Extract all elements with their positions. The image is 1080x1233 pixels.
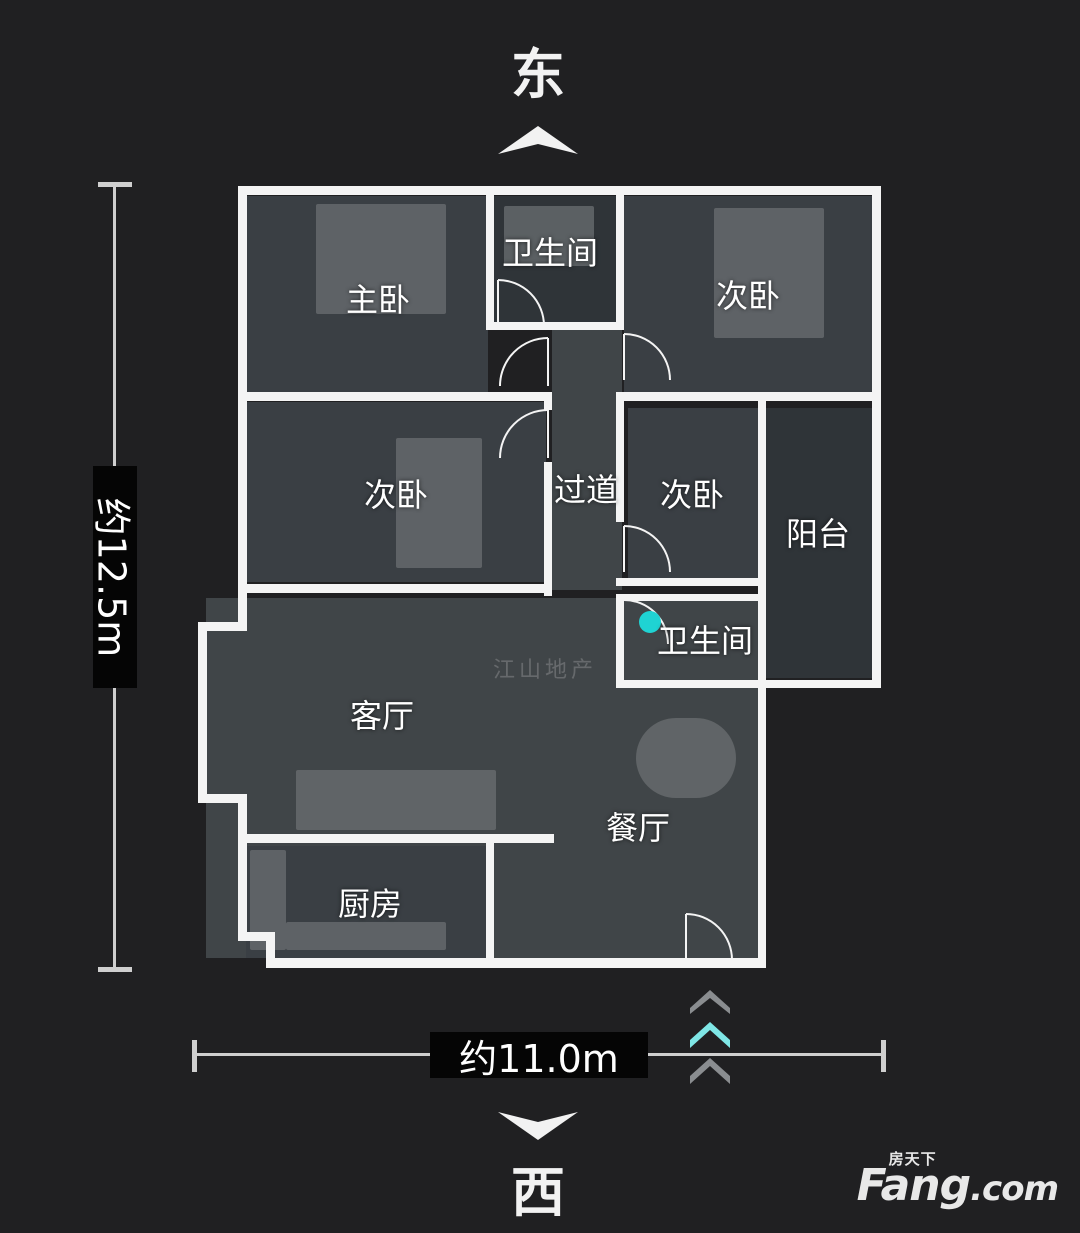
- tub-furniture: [504, 206, 594, 266]
- wall: [616, 186, 624, 330]
- wall: [238, 834, 554, 843]
- room-bedroom-middle: [628, 408, 758, 584]
- label-bathroom-top: 卫生间: [501, 234, 599, 272]
- door-swings: [497, 279, 733, 961]
- wall: [238, 584, 247, 630]
- wall: [616, 594, 624, 688]
- bed-furniture: [316, 204, 446, 314]
- fang-logo: 房天下 Fang.com: [856, 1150, 1059, 1211]
- arrow-down-icon: [498, 1112, 578, 1140]
- room-kitchen: [246, 846, 486, 958]
- wall: [266, 932, 275, 968]
- dimension-height-label: 约12.5m: [90, 466, 137, 688]
- wall: [616, 594, 766, 601]
- arrow-up-icon: [498, 126, 578, 154]
- dimension-cap-right: [881, 1040, 886, 1072]
- wall: [238, 392, 552, 401]
- bed-furniture: [714, 208, 824, 338]
- wall: [486, 186, 494, 330]
- watermark-text: 江山地产: [492, 658, 598, 683]
- wall: [616, 578, 766, 586]
- dining-table-furniture: [636, 718, 736, 798]
- logo-suffix-text: .com: [970, 1169, 1059, 1209]
- logo-top-text: 房天下: [888, 1150, 937, 1168]
- bed-furniture: [396, 438, 482, 568]
- label-balcony: 阳台: [785, 515, 851, 553]
- direction-south-label: 西: [511, 1161, 565, 1224]
- label-living-room: 客厅: [349, 697, 415, 735]
- counter-furniture: [286, 922, 446, 950]
- dimension-cap-left: [192, 1040, 197, 1072]
- dimension-height-text: 约12.5m: [89, 497, 134, 657]
- label-bedroom-middle: 次卧: [659, 476, 725, 514]
- entry-arrow-icon: [690, 990, 730, 1084]
- label-corridor: 过道: [553, 471, 619, 509]
- label-dining-room: 餐厅: [605, 809, 671, 847]
- wall: [616, 680, 880, 688]
- wall: [616, 392, 624, 522]
- wall: [238, 584, 552, 593]
- room-balcony: [766, 408, 874, 678]
- label-bedroom-left: 次卧: [363, 476, 429, 514]
- room-bathroom-top: [494, 196, 618, 326]
- dimension-cap-top: [98, 182, 132, 187]
- windows: [201, 187, 877, 950]
- dimension-width-label: 约11.0m: [430, 1032, 648, 1081]
- wall: [238, 932, 274, 941]
- wall: [486, 322, 624, 330]
- position-marker-icon: [639, 611, 661, 633]
- wall: [266, 958, 766, 968]
- room-master-bedroom: [246, 196, 488, 392]
- label-master-bedroom: 主卧: [345, 281, 411, 319]
- wall: [198, 622, 247, 631]
- sofa-furniture: [296, 770, 496, 830]
- wall: [544, 392, 552, 410]
- label-bedroom-top-right: 次卧: [715, 277, 781, 315]
- label-bathroom-bottom: 卫生间: [656, 622, 754, 660]
- room-bedroom-left: [246, 402, 546, 582]
- wall: [238, 186, 880, 195]
- wall: [544, 462, 552, 596]
- label-kitchen: 厨房: [337, 885, 403, 923]
- room-corridor: [552, 330, 622, 590]
- dimension-cap-bottom: [98, 967, 132, 972]
- direction-north-label: 东: [511, 43, 565, 106]
- logo-main-text: Fang: [856, 1160, 972, 1211]
- wall: [616, 392, 880, 401]
- wall: [198, 794, 247, 803]
